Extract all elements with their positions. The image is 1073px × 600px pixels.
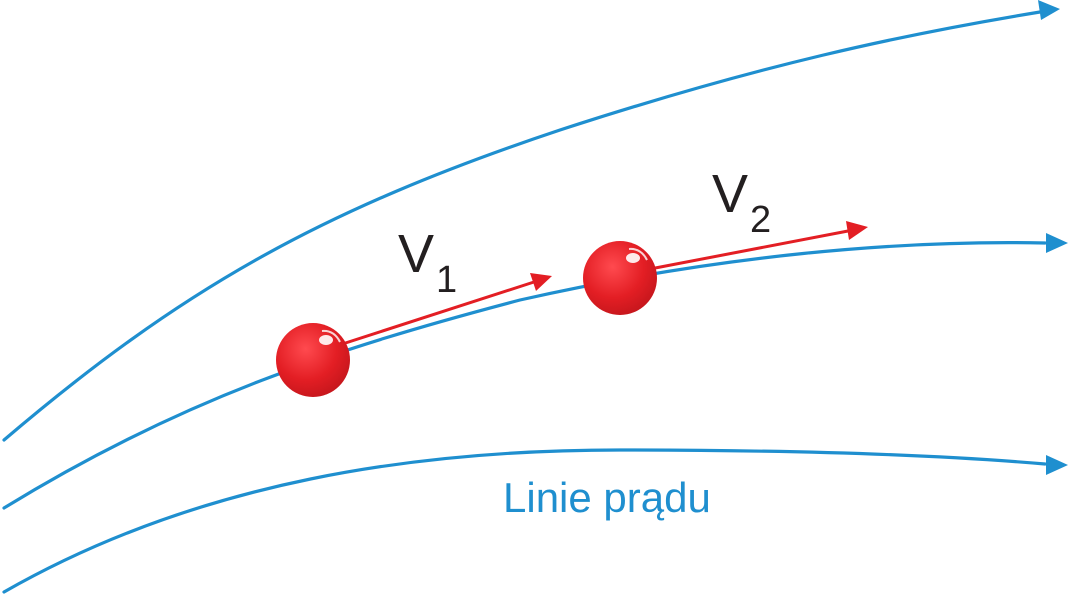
- streamline-bottom: [2, 448, 1047, 594]
- velocity-vector-v2: [648, 229, 850, 271]
- velocity-label-v2: V: [712, 164, 748, 224]
- velocity-label-v1-subscript: 1: [436, 259, 457, 301]
- particle-2-highlight-arc: [628, 247, 648, 261]
- streamline-top-arrowhead: [1038, 0, 1060, 20]
- streamline-label: Linie prądu: [503, 474, 711, 521]
- velocity-vector-v1-arrowhead: [530, 273, 552, 291]
- velocity-vector-v2-arrowhead: [846, 221, 868, 240]
- velocity-label-v1: V: [398, 224, 434, 284]
- particle-2: [583, 241, 657, 315]
- streamline-bottom-arrowhead: [1046, 455, 1068, 475]
- particle-2-highlight: [626, 253, 640, 263]
- velocity-vector-v1: [328, 280, 536, 350]
- streamline-top: [2, 10, 1042, 442]
- particle-1: [276, 323, 350, 397]
- particle-1-highlight-arc: [321, 329, 341, 343]
- velocity-label-v2-subscript: 2: [750, 199, 771, 241]
- particle-1-highlight: [319, 335, 333, 345]
- streamline-middle: [2, 241, 1047, 510]
- streamline-middle-arrowhead: [1046, 233, 1068, 253]
